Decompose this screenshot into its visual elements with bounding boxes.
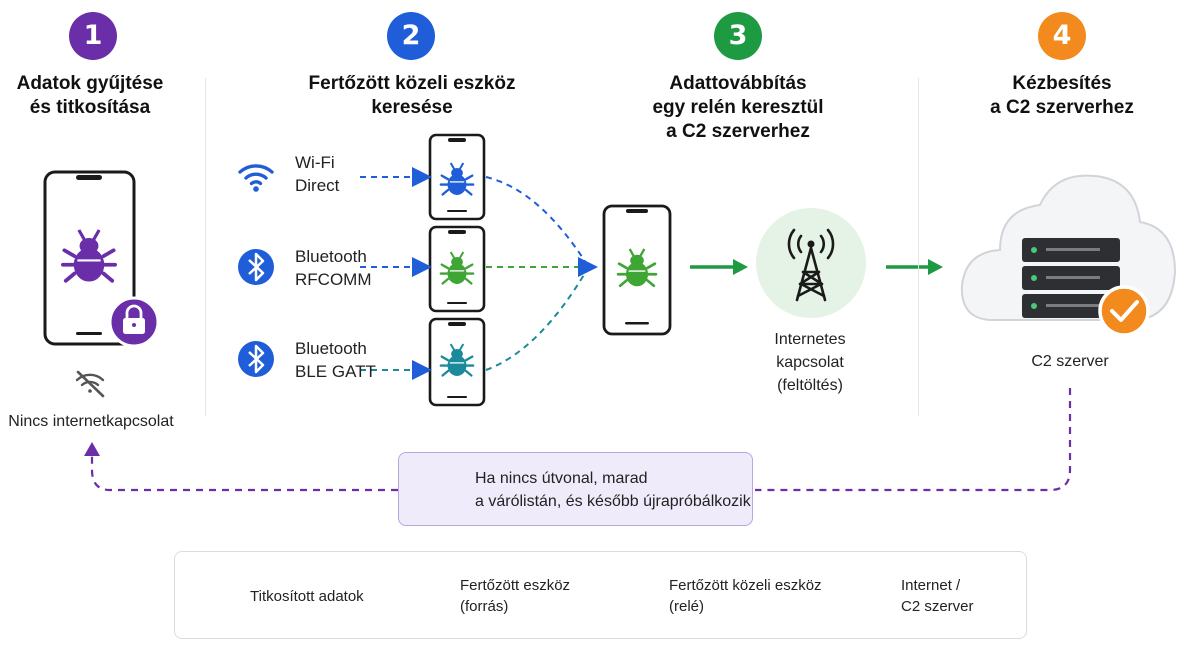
internet-connection-label: Internetes kapcsolat (feltöltés) (774, 331, 846, 394)
tower-icon (787, 228, 835, 302)
step-1-title: Adatok gyűjtése és titkosítása (16, 73, 164, 118)
legend-internet-label: Internet / C2 szerver (901, 577, 974, 615)
bluetooth-ble-icon (238, 341, 274, 377)
upload-arrow-2 (886, 259, 943, 275)
step-4-number: 4 (1038, 12, 1086, 60)
wifi-icon (238, 164, 274, 192)
channel-ble-label: Bluetooth BLE GATT (295, 339, 376, 381)
channel-wifi-label: Wi-Fi Direct (295, 153, 340, 195)
retry-note: Ha nincs útvonal, marad a várólistán, és… (398, 452, 753, 526)
converging-connectors (485, 176, 598, 371)
retry-note-text: Ha nincs útvonal, marad a várólistán, és… (475, 470, 751, 510)
legend-infected-relay-label: Fertőzött közeli eszköz (relé) (669, 577, 822, 615)
step-2-number: 2 (387, 12, 435, 60)
step-3-number: 3 (714, 12, 762, 60)
tower-backdrop (756, 208, 866, 318)
channel-rfcomm-label: Bluetooth RFCOMM (295, 247, 372, 289)
upload-arrow-1 (690, 259, 748, 275)
retry-path (90, 388, 1072, 492)
no-internet-label: Nincs internetkapcsolat (8, 413, 174, 430)
legend: Titkosított adatok Fertőzött eszköz (for… (174, 551, 1027, 639)
no-wifi-icon (75, 370, 105, 398)
lock-badge-icon (108, 296, 160, 348)
legend-encrypted-label: Titkosított adatok (250, 588, 364, 605)
check-badge-icon (1098, 285, 1150, 337)
bluetooth-rfcomm-icon (238, 249, 274, 285)
server-stack-icon (1022, 238, 1120, 318)
step-3-title: Adattovábbítás egy relén keresztül a C2 … (652, 73, 824, 142)
step-2-title: Fertőzött közeli eszköz keresése (308, 73, 516, 118)
legend-infected-source-label: Fertőzött eszköz (forrás) (460, 577, 571, 615)
channel-connectors (360, 167, 432, 380)
step-1-number: 1 (69, 12, 117, 60)
retry-arrow-head (84, 442, 100, 456)
divider-1 (205, 78, 206, 416)
c2-server-label: C2 szerver (1031, 353, 1109, 370)
step-4-title: Kézbesítés a C2 szerverhez (990, 73, 1134, 118)
divider-3 (918, 78, 919, 416)
